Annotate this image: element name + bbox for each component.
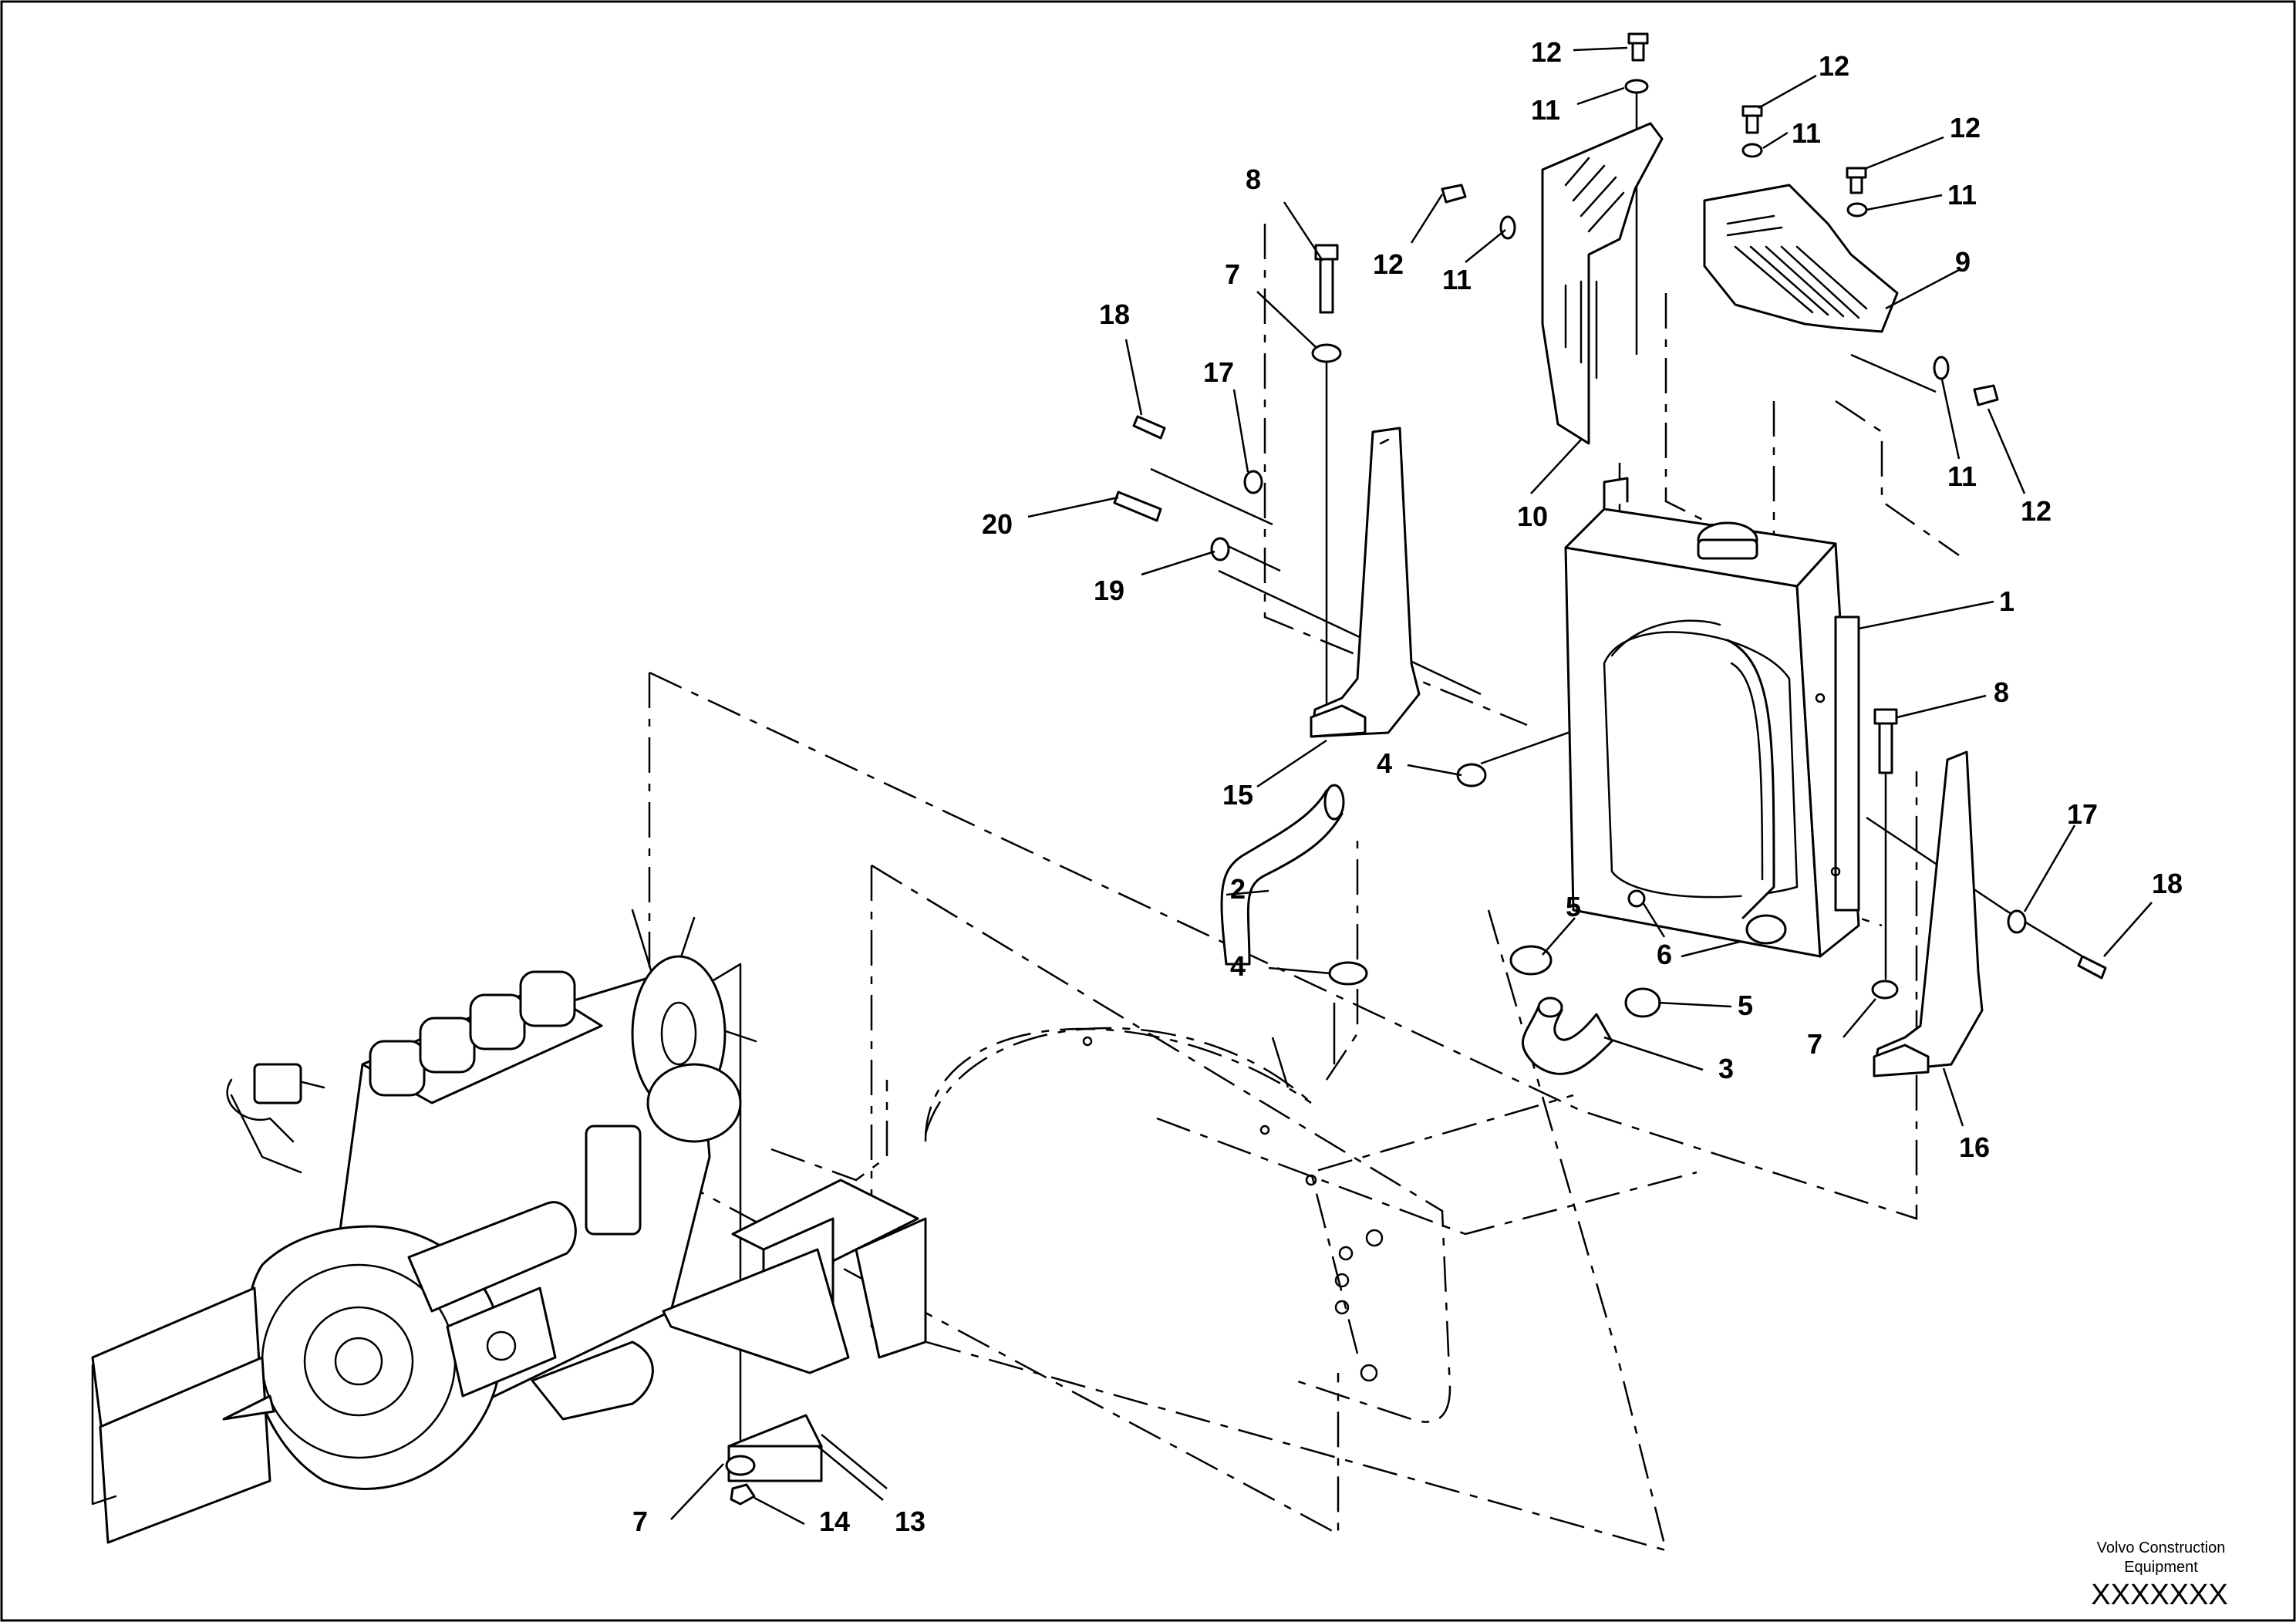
callout-14: 14 [819,1506,850,1537]
callout-3: 3 [1718,1053,1734,1084]
hose-upper [1220,784,1345,966]
support-bracket-right [1873,750,1984,1077]
hose-lower [1521,996,1613,1075]
callout-17-right: 17 [2067,798,2098,830]
callout-16: 16 [1959,1131,1990,1163]
cover-left [1541,122,1664,445]
callout-11-b: 11 [1792,117,1821,149]
callout-11-a: 11 [1531,94,1560,126]
callout-9: 9 [1955,246,1971,278]
engine-assembly [91,909,757,1544]
title-block: Volvo Construction Equipment XXXXXXX [2091,1539,2227,1611]
callout-18-right: 18 [2152,868,2183,899]
callout-11-d: 11 [1442,264,1472,295]
callouts: 1 2 3 4 4 5 5 6 7 7 7 8 8 9 10 11 11 11 … [632,36,2183,1537]
cover-right [1703,184,1899,333]
callout-12-a: 12 [1531,36,1562,68]
plate [871,864,1451,1423]
engine-mount-brackets [662,1179,927,1489]
callout-12-c: 12 [1950,112,1981,143]
clamps [1328,763,1661,1018]
callout-18-left: 18 [1099,298,1130,330]
callout-7-upper: 7 [1225,258,1240,290]
callout-19: 19 [1094,575,1124,606]
callout-5-upper: 5 [1566,891,1581,922]
callout-15: 15 [1222,779,1253,811]
callout-2: 2 [1230,873,1246,905]
callout-8-upper: 8 [1246,164,1261,195]
callout-11-c: 11 [1947,179,1977,211]
callout-7-bottom: 7 [632,1506,648,1537]
callout-6: 6 [1657,939,1672,970]
callout-10: 10 [1517,501,1548,532]
callout-7-right: 7 [1807,1028,1822,1060]
callout-12-d: 12 [1373,248,1404,280]
drawing-code: XXXXXXX [2091,1579,2227,1611]
callout-8-right: 8 [1994,676,2009,708]
callout-leaders [670,46,2153,1526]
callout-4-lower: 4 [1230,950,1246,982]
callout-11-e: 11 [1947,460,1977,492]
callout-1: 1 [1999,585,2014,617]
company-name-line-2: Equipment [2124,1559,2198,1576]
fasteners [725,32,2107,1506]
callout-5-lower: 5 [1738,990,1753,1021]
support-bracket-left [1310,427,1421,738]
callout-13: 13 [895,1506,925,1537]
radiator [1564,477,1860,958]
callout-12-e: 12 [2021,495,2052,527]
callout-17-left: 17 [1203,356,1234,388]
company-name-line-1: Volvo Construction [2097,1539,2226,1556]
callout-20: 20 [982,508,1013,540]
callout-4-upper: 4 [1377,747,1392,779]
callout-12-b: 12 [1819,50,1849,82]
